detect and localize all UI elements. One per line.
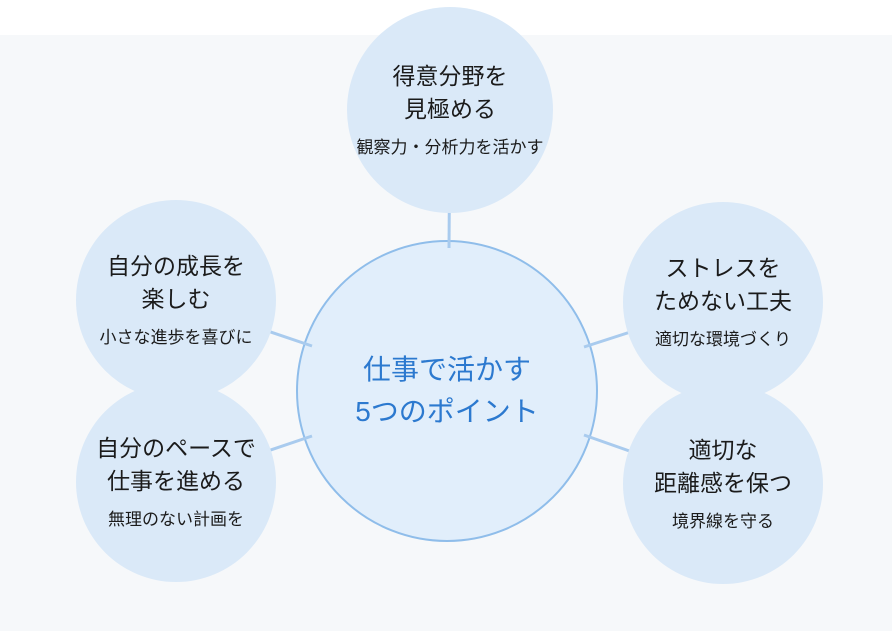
node-avoid-stress: ストレスを ためない工夫 適切な環境づくり [623,202,823,402]
node-strength-area: 得意分野を 見極める 観察力・分析力を活かす [347,7,553,213]
node-title: 自分の成長を 楽しむ [107,253,245,312]
node-subtitle: 適切な環境づくり [655,330,791,349]
node-title: ストレスを ためない工夫 [654,255,792,314]
center-node-title: 仕事で活かす 5つのポイント [355,354,539,427]
node-own-pace: 自分のペースで 仕事を進める 無理のない計画を [76,382,276,582]
node-enjoy-growth: 自分の成長を 楽しむ 小さな進歩を喜びに [76,200,276,400]
node-title: 得意分野を 見極める [392,63,508,122]
center-node: 仕事で活かす 5つのポイント [296,240,598,542]
node-subtitle: 観察力・分析力を活かす [356,138,544,157]
node-title: 自分のペースで 仕事を進める [96,435,256,494]
node-subtitle: 無理のない計画を [108,510,244,529]
node-title: 適切な 距離感を保つ [654,437,792,496]
node-subtitle: 境界線を守る [672,512,774,531]
node-proper-distance: 適切な 距離感を保つ 境界線を守る [623,384,823,584]
node-subtitle: 小さな進歩を喜びに [99,328,253,347]
